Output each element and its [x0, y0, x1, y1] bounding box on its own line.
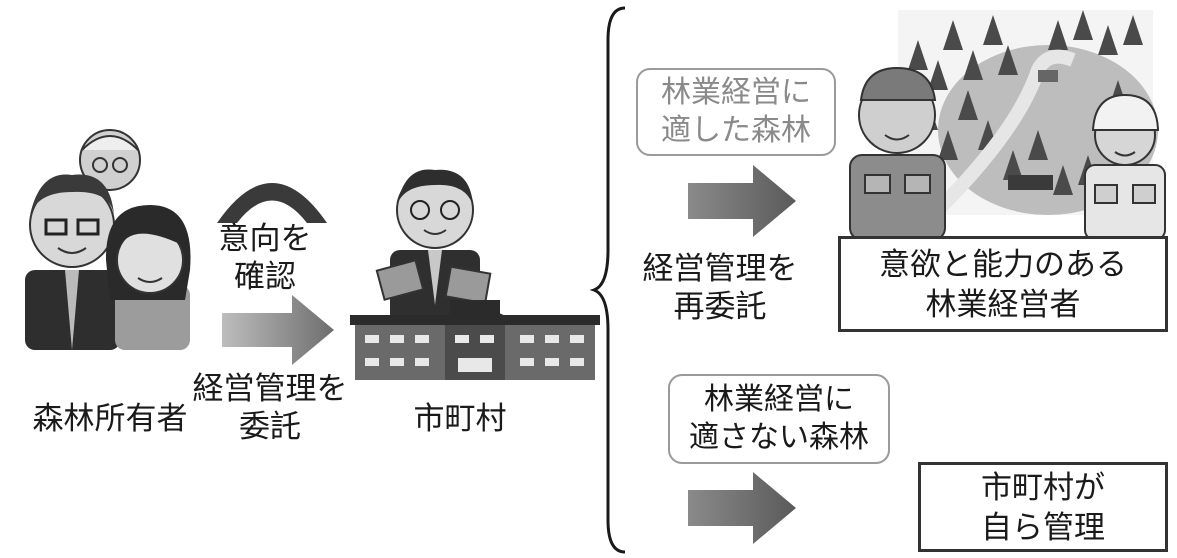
- forestry-workers-icon: [849, 66, 1166, 241]
- owners-label: 森林所有者: [32, 401, 188, 437]
- unsuitable-forest-tag: 林業経営に 適さない森林: [668, 374, 890, 464]
- brace-icon: [589, 6, 626, 554]
- arrow-icon: [222, 295, 334, 365]
- capable-forestry-operator-box: 意欲と能力のある 林業経営者: [838, 236, 1168, 332]
- confirm-label: 意向を 確認: [218, 221, 312, 295]
- owners-people-icon: [25, 129, 191, 350]
- arc-icon: [217, 183, 327, 223]
- re-entrust-label: 経営管理を 再委託: [642, 251, 798, 325]
- suitable-forest-tag: 林業経営に 適した森林: [636, 68, 836, 156]
- town-hall-icon: [350, 300, 600, 380]
- official-icon: [375, 169, 492, 325]
- municipality-label: 市町村: [413, 401, 507, 437]
- arrow-icon: [688, 472, 796, 544]
- entrust-label: 経営管理を 委託: [192, 371, 348, 445]
- arrow-icon: [688, 165, 796, 237]
- municipality-self-manage-box: 市町村が 自ら管理: [918, 462, 1168, 552]
